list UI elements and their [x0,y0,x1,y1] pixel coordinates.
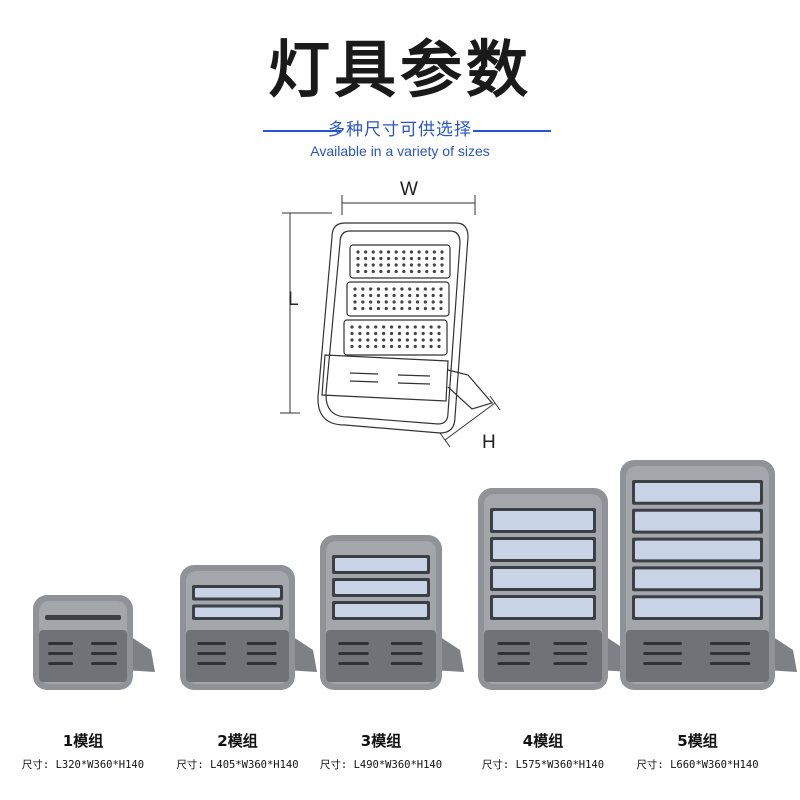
led-module-panel [635,511,760,531]
vent-slot [643,662,682,665]
lamp-4-label: 4模组 [522,732,564,750]
diagram-led-dots [350,250,444,349]
lamp-base-plate [39,630,127,682]
lamp-1-label: 1模组 [62,732,104,750]
vent-slot [643,642,682,645]
vent-slot [338,652,369,655]
led-module-panel [335,604,427,617]
vent-slot [709,662,751,665]
lamp-base-plate [326,630,436,682]
led-module-panel [493,511,593,530]
vent-slot [246,652,277,655]
vent-slot [91,662,117,665]
l-label: L [288,289,299,310]
lamp-1 [33,595,155,690]
lamp-2-size: 尺寸: L405*W360*H140 [176,759,299,771]
lamp-base-plate [484,630,602,682]
led-module-panel [493,569,593,588]
vent-slot [91,642,117,645]
vent-slot [497,642,530,645]
vent-slot [48,642,73,645]
vent-slot [197,652,226,655]
vent-slot [246,642,277,645]
lamp-5-label: 5模组 [677,732,718,750]
lamp-3 [320,535,464,690]
led-module-panel [635,483,760,502]
led-module-panel [493,598,593,617]
led-module-panel [635,540,760,560]
lamp-4-size: 尺寸: L575*W360*H140 [481,759,605,771]
lamp-5-size: 尺寸: L660*W360*H140 [636,759,759,771]
vent-slot [709,642,751,645]
vent-slot [390,652,423,655]
vent-slot [48,652,73,655]
subtitle-row: 多种尺寸可供选择 [0,118,800,142]
vent-slot [709,652,751,655]
vent-slot [197,662,226,665]
h-dimension-line [444,402,496,441]
vent-slot [553,642,588,645]
lamp-1-size: 尺寸: L320*W360*H140 [21,759,145,771]
vent-slot [390,662,423,665]
vent-slot [197,642,226,645]
lamp-2-label: 2模组 [217,732,258,750]
left-divider [263,130,341,132]
vent-slot [497,652,530,655]
vent-slot [91,652,117,655]
lamp-base-plate [186,630,289,682]
vent-slot [338,642,369,645]
led-module-panel [635,598,760,617]
lamp-2 [180,565,317,690]
led-module-panel [493,540,593,559]
page-title: 灯具参数 [267,33,532,106]
led-module-panel [195,607,280,617]
led-module-frame [45,615,121,620]
lamp-base-plate [626,630,769,682]
vent-slot [497,662,530,665]
right-divider [473,130,551,132]
vent-slot [553,662,588,665]
lamp-3-size: 尺寸: L490*W360*H140 [319,759,443,771]
lamp-3-label: 3模组 [360,732,402,750]
lamp-outline-drawing [317,222,494,434]
vent-slot [48,662,73,665]
lamp-5 [620,460,797,690]
vent-slot [246,662,277,665]
led-module-panel [335,558,427,571]
vent-slot [553,652,588,655]
dimension-diagram: W L H [280,179,501,453]
lamp-4 [478,488,630,690]
subtitle-english: Available in a variety of sizes [310,143,490,159]
led-module-panel [335,581,427,594]
subtitle-chinese: 多种尺寸可供选择 [328,120,472,140]
product-lineup [33,460,797,690]
h-label: H [482,432,496,453]
w-label: W [400,179,418,200]
vent-slot [643,652,682,655]
vent-slot [390,642,423,645]
led-module-panel [195,588,280,598]
vent-slot [338,662,369,665]
led-module-panel [635,569,760,589]
